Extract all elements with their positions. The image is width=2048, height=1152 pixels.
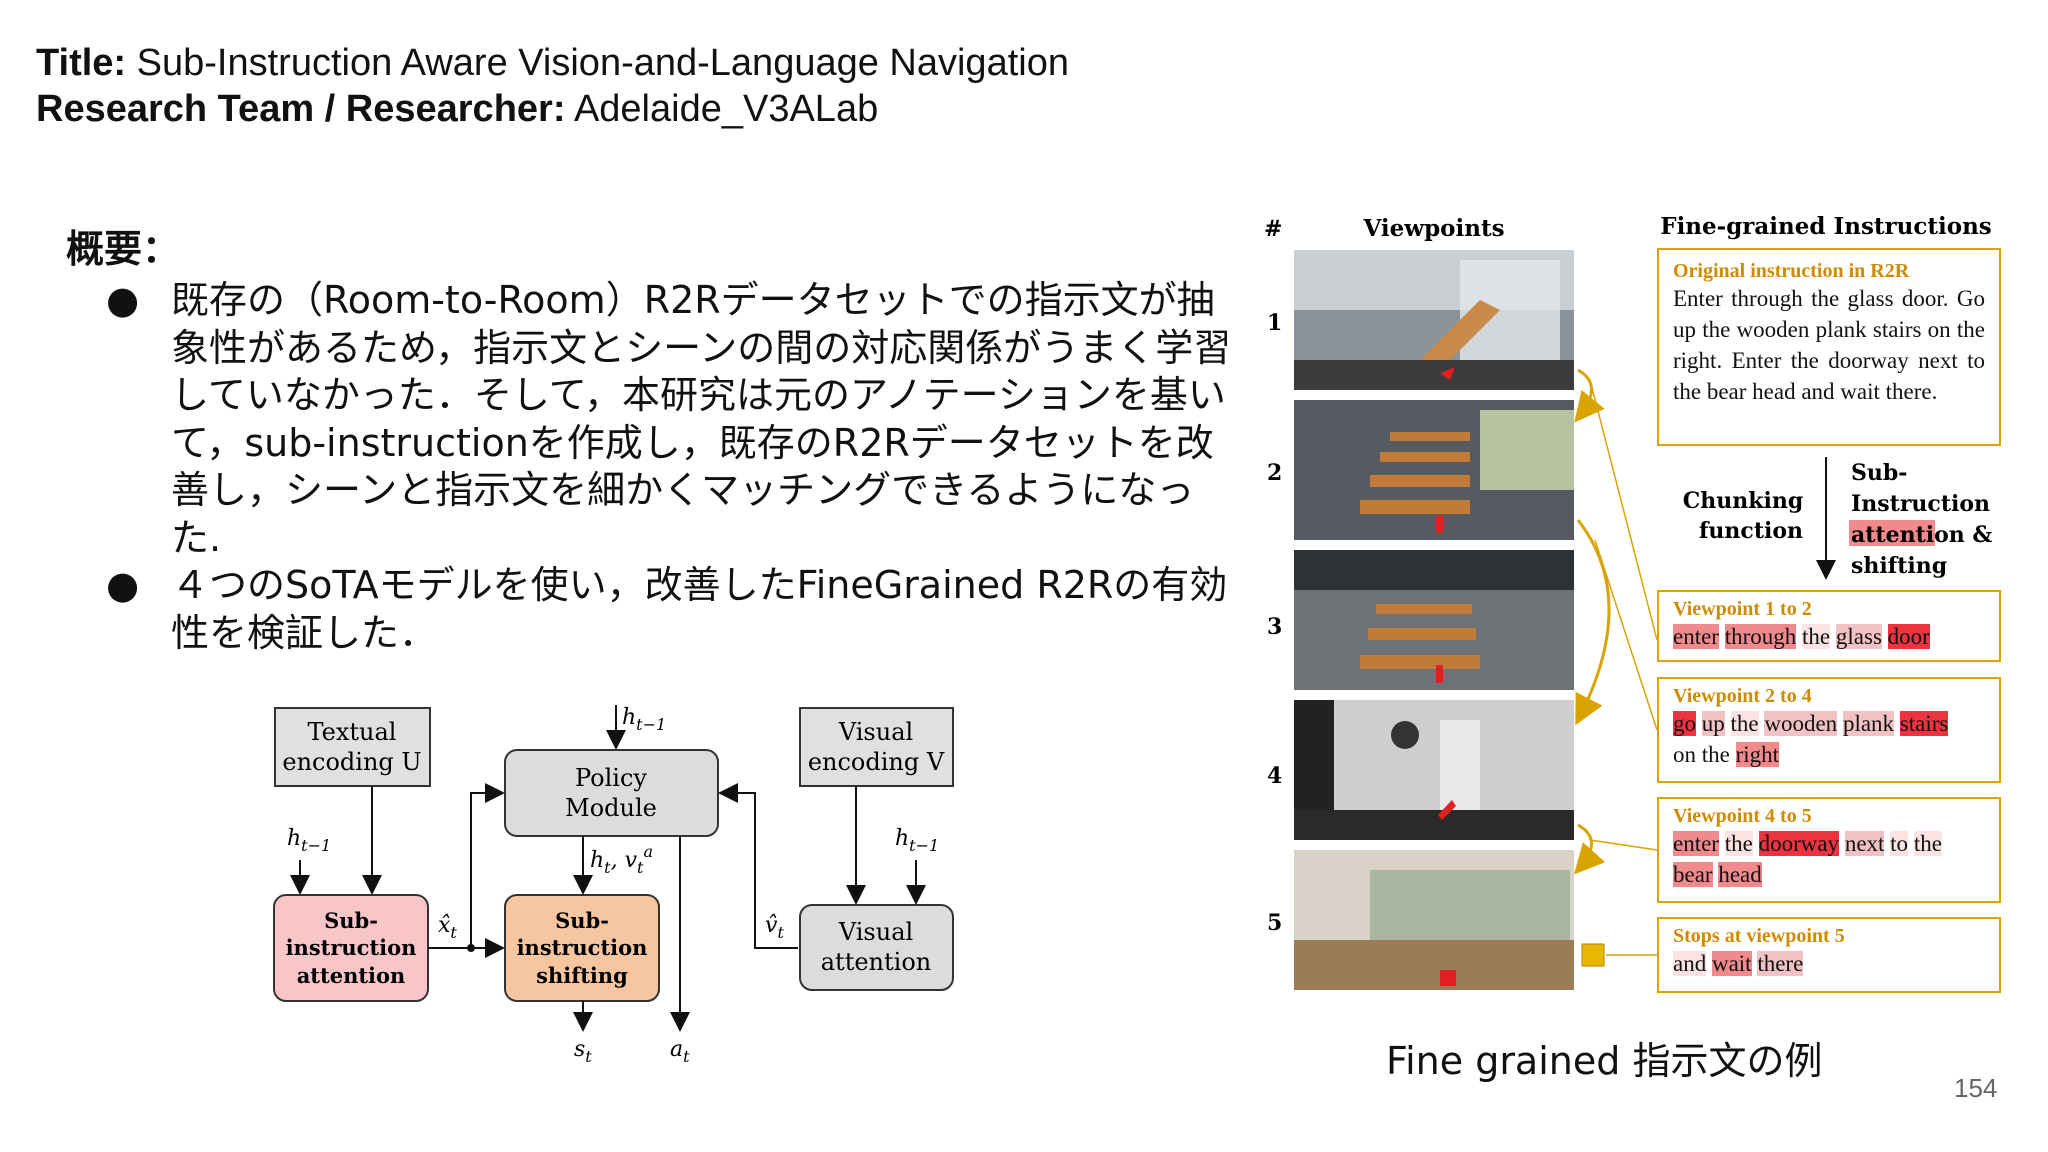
viewpoint-number-2: 2 [1267, 460, 1282, 486]
instructions-header: Fine-grained Instructions [1660, 213, 1992, 240]
policy-module-line1: Policy [575, 764, 647, 792]
page-number: 154 [1954, 1073, 1998, 1103]
stop-text: and wait there [1673, 951, 1804, 976]
sub-label-3: attention & [1851, 522, 1992, 548]
h-prev-label-right: ht−1 [895, 826, 939, 855]
visual-attention-line1: Visual [838, 918, 913, 946]
sub-attention-line3: attention [297, 963, 406, 988]
chunking-label-1: Chunking [1683, 488, 1803, 514]
sub-shifting-line3: shifting [536, 963, 628, 988]
visual-attention-box [799, 904, 954, 991]
figure-caption: Fine grained 指示文の例 [1386, 1039, 1823, 1083]
h-prev-label-top: ht−1 [622, 705, 666, 734]
chunking-label-2: function [1699, 518, 1803, 544]
transition-arrows [1573, 368, 1611, 875]
a-output-label: at [670, 1037, 690, 1066]
team-line: Research Team / Researcher: Adelaide_V3A… [36, 86, 1069, 132]
sub-attention-line1: Sub- [324, 908, 378, 933]
stop-box: Stops at viewpoint 5 and wait there [1657, 917, 2001, 993]
bullet-text: ４つのSoTAモデルを使い，改善したFineGrained R2Rの有効性を検証… [171, 563, 1228, 655]
hash-header: # [1264, 216, 1282, 242]
team-label: Research Team / Researcher: [36, 88, 566, 130]
summary-heading: 概要： [66, 227, 181, 271]
original-text: Enter through the glass door. Go up the … [1673, 286, 1985, 404]
vp24-box: Viewpoint 2 to 4 go up the wooden plank … [1657, 677, 2001, 783]
x-hat-label: x̂t [438, 913, 457, 942]
visual-encoding-line1: Visual [838, 718, 913, 746]
sub-shifting-line1: Sub- [555, 908, 609, 933]
visual-encoding-line2: encoding V [808, 748, 945, 776]
v-hat-label: v̂t [765, 913, 784, 942]
title-value: Sub-Instruction Aware Vision-and-Languag… [126, 42, 1069, 84]
summary-bullet-1: ● 既存の（Room-to-Room）R2Rデータセットでの指示文が抽象性があるた… [66, 277, 1236, 562]
s-output-label: st [574, 1037, 592, 1066]
textual-encoding-box [274, 707, 431, 787]
vp24-title: Viewpoint 2 to 4 [1673, 685, 1812, 707]
vp45-box: Viewpoint 4 to 5 enter the doorway next … [1657, 797, 2001, 903]
bullet-dot: ● [106, 278, 140, 322]
diagram-arrows [290, 705, 926, 1032]
vp12-text: enter through the glass door [1673, 624, 1930, 649]
slide-header: Title: Sub-Instruction Aware Vision-and-… [36, 40, 1069, 132]
vp12-box: Viewpoint 1 to 2 enter through the glass… [1657, 590, 2001, 662]
viewpoint-number-1: 1 [1267, 310, 1282, 336]
original-instruction-box: Original instruction in R2R Enter throug… [1657, 248, 2001, 446]
bullet-dot: ● [106, 563, 140, 607]
title-label: Title: [36, 42, 127, 84]
viewpoint-image-4 [1294, 700, 1574, 840]
textual-encoding-line2: encoding U [282, 748, 421, 776]
viewpoint-number-3: 3 [1267, 614, 1282, 640]
stop-title: Stops at viewpoint 5 [1673, 925, 1845, 947]
viewpoints-header: Viewpoints [1362, 215, 1504, 242]
sub-label-4: shifting [1851, 553, 1947, 579]
viewpoint-image-1 [1294, 250, 1574, 390]
summary-section: 概要： ● 既存の（Room-to-Room）R2Rデータセットでの指示文が抽象性… [66, 218, 1236, 657]
connector-lines [1589, 379, 1658, 956]
h-prev-label-left: ht−1 [287, 826, 331, 855]
original-title: Original instruction in R2R [1673, 260, 1910, 282]
viewpoint-number-4: 4 [1267, 763, 1282, 789]
bullet-text: 既存の（Room-to-Room）R2Rデータセットでの指示文が抽象性があるため… [171, 278, 1232, 560]
summary-bullet-2: ● ４つのSoTAモデルを使い，改善したFineGrained R2Rの有効性を検… [66, 562, 1236, 657]
sub-label-2: Instruction [1851, 491, 1990, 517]
h-v-label: ht, vta [590, 842, 653, 877]
viewpoint-number-5: 5 [1267, 910, 1282, 936]
sub-attention-line2: instruction [286, 935, 417, 960]
viewpoint-image-5 [1294, 850, 1574, 990]
title-line: Title: Sub-Instruction Aware Vision-and-… [36, 40, 1069, 86]
viewpoint-image-2 [1294, 400, 1574, 540]
visual-encoding-box [799, 707, 954, 787]
team-value: Adelaide_V3ALab [565, 88, 879, 130]
viewpoint-image-3 [1294, 550, 1574, 690]
visual-attention-line2: attention [821, 948, 931, 976]
sub-shifting-line2: instruction [517, 935, 648, 960]
stop-marker [1581, 943, 1605, 967]
sub-label-1: Sub- [1851, 460, 1907, 486]
textual-encoding-line1: Textual [308, 718, 397, 746]
policy-module-line2: Module [565, 794, 657, 822]
vp12-title: Viewpoint 1 to 2 [1673, 598, 1812, 620]
vp45-title: Viewpoint 4 to 5 [1673, 805, 1812, 827]
attention-highlight [1849, 520, 1935, 546]
